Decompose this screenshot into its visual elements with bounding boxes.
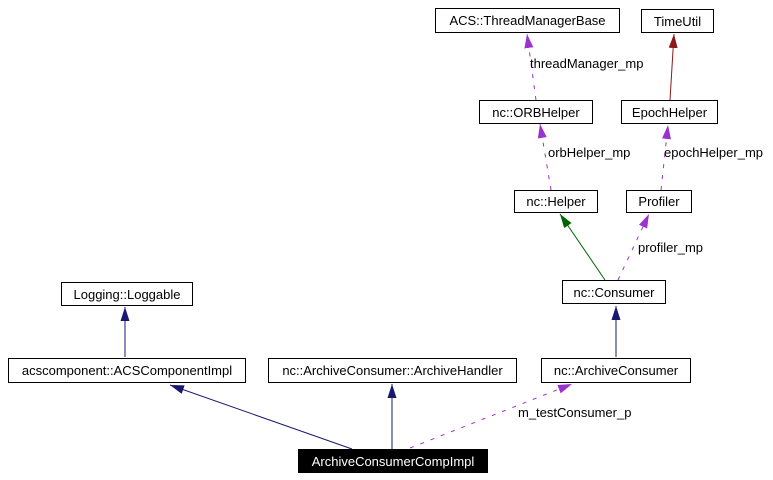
node-label: nc::ArchiveConsumer::ArchiveHandler: [282, 363, 503, 378]
node-label: acscomponent::ACSComponentImpl: [21, 363, 233, 378]
node-acscomponentimpl[interactable]: acscomponent::ACSComponentImpl: [8, 358, 246, 383]
node-nc-orbhelper[interactable]: nc::ORBHelper: [479, 100, 593, 124]
edge-usage-profiler-mp: [617, 213, 650, 281]
node-label: TimeUtil: [653, 13, 702, 29]
node-timeutil[interactable]: TimeUtil: [641, 9, 714, 33]
edge-inheritance-consumer-helper: [559, 213, 606, 281]
node-label: Logging::Loggable: [73, 286, 181, 302]
node-logging-loggable[interactable]: Logging::Loggable: [61, 282, 193, 306]
node-label: nc::ORBHelper: [492, 104, 580, 120]
edge-inheritance-compimpl-acscomponentimpl: [169, 384, 353, 450]
edge-label-epochhelper-mp: epochHelper_mp: [664, 145, 764, 160]
node-label: ArchiveConsumerCompImpl: [311, 453, 475, 469]
edge-label-threadmanager-mp: threadManager_mp: [530, 56, 644, 71]
node-label: nc::ArchiveConsumer: [553, 363, 679, 378]
edge-label-profiler-mp: profiler_mp: [638, 240, 704, 255]
node-label: nc::Consumer: [573, 284, 655, 300]
edge-inheritance-epochhelper-timeutil: [668, 33, 678, 101]
node-label: EpochHelper: [631, 104, 708, 120]
edge-usage-threadmanager-mp: [524, 33, 537, 101]
edge-label-m-testconsumer-p: m_testConsumer_p: [518, 405, 632, 420]
edge-usage-orbhelper-mp: [537, 123, 552, 191]
node-archivehandler[interactable]: nc::ArchiveConsumer::ArchiveHandler: [268, 358, 517, 383]
edge-label-orbhelper-mp: orbHelper_mp: [548, 145, 631, 160]
node-acs-threadmanagerbase[interactable]: ACS::ThreadManagerBase: [435, 8, 620, 33]
node-epochhelper[interactable]: EpochHelper: [621, 100, 718, 124]
node-label: Profiler: [638, 194, 680, 209]
node-label: nc::Helper: [526, 194, 586, 209]
node-nc-archiveconsumer[interactable]: nc::ArchiveConsumer: [541, 358, 691, 383]
node-archiveconsumercompimpl: ArchiveConsumerCompImpl: [298, 449, 488, 473]
node-label: ACS::ThreadManagerBase: [449, 13, 606, 28]
edge-usage-m-testconsumer-p: [409, 383, 573, 449]
node-nc-consumer[interactable]: nc::Consumer: [562, 280, 666, 304]
node-nc-helper[interactable]: nc::Helper: [514, 190, 598, 213]
node-profiler[interactable]: Profiler: [626, 190, 692, 213]
